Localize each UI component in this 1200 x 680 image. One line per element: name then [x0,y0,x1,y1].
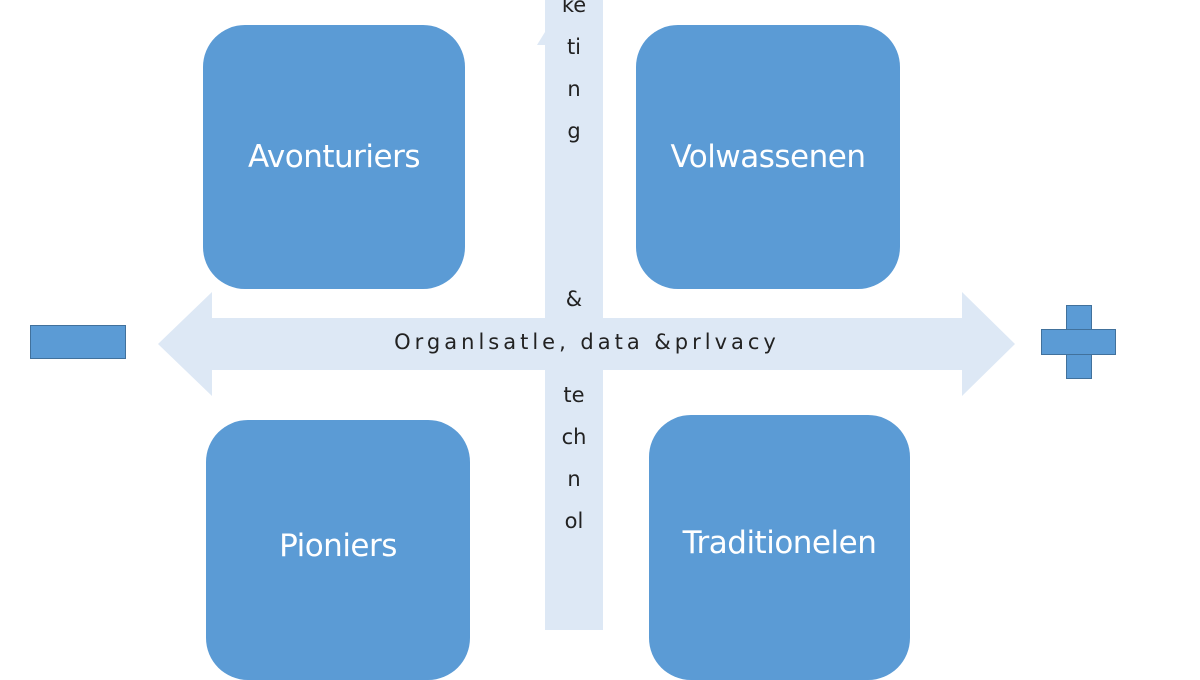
quadrant-label: Pioniers [279,528,397,564]
quadrant-traditionelen: Traditionelen [649,415,910,680]
quadrant-pioniers: Pioniers [206,420,470,680]
vertical-axis-label-amp: & [565,287,583,311]
quadrant-volwassenen: Volwassenen [636,25,900,289]
minus-icon [30,325,126,359]
axis-arrows [158,0,1015,630]
quadrant-label: Traditionelen [682,525,877,561]
vertical-axis-label-top: keting [561,0,587,143]
horizontal-axis-label: Organlsatle, data &prlvacy [394,330,780,354]
quadrant-avonturiers: Avonturiers [203,25,465,289]
vertical-axis-label-bottom: technol [561,383,587,533]
